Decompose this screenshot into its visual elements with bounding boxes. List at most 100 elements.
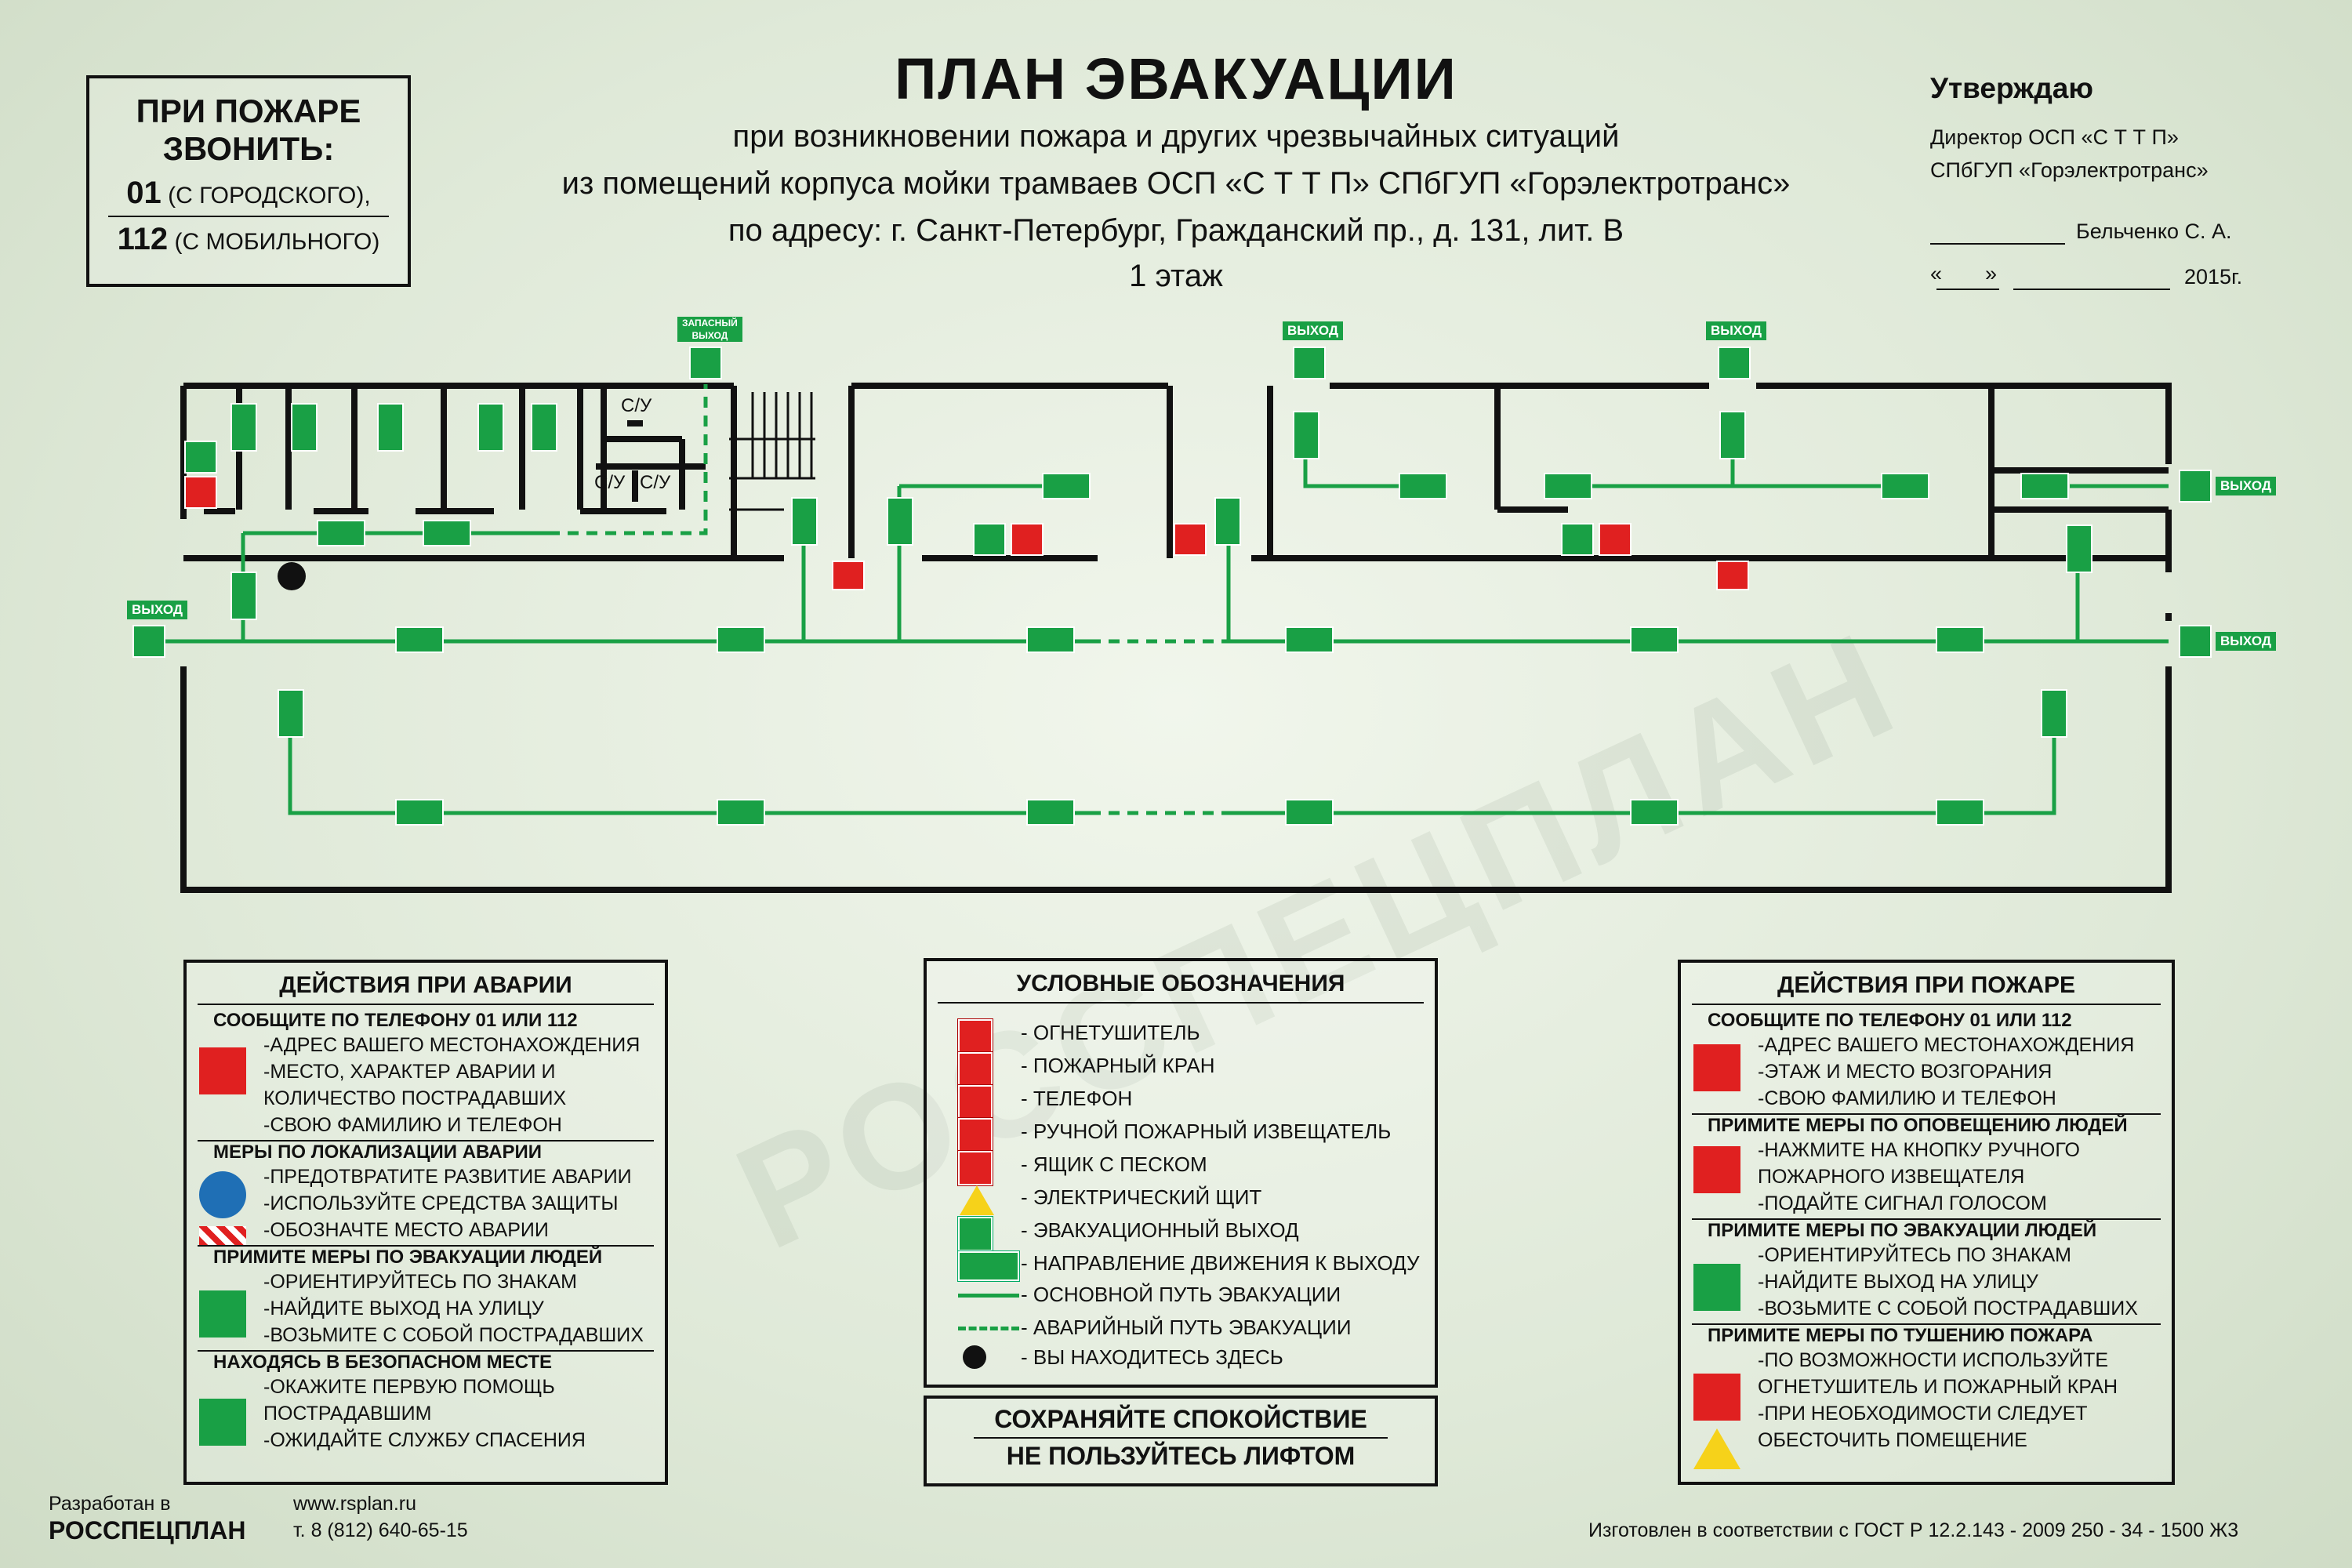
fire-l2-0: -НАЖМИТЕ НА КНОПКУ РУЧНОГО (1758, 1139, 2080, 1161)
date-day-line (1936, 289, 1999, 290)
fire-l4-1: ОГНЕТУШИТЕЛЬ И ПОЖАРНЫЙ КРАН (1758, 1376, 2118, 1398)
footer-dev-line-1: Разработан в (49, 1493, 171, 1515)
fire-call-line-1: ПРИ ПОЖАРЕ (136, 93, 361, 129)
page-title: ПЛАН ЭВАКУАЦИИ (895, 46, 1457, 111)
phone-legend-icon (958, 1085, 993, 1120)
footer-dev-brand: РОССПЕЦПЛАН (49, 1516, 246, 1544)
fire-electric-icon (1693, 1428, 1740, 1469)
fire-l4-3: ОБЕСТОЧИТЬ ПОМЕЩЕНИЕ (1758, 1429, 2027, 1451)
calm-line-2: НЕ ПОЛЬЗУЙТЕСЬ ЛИФТОМ (1006, 1442, 1356, 1470)
legend-title: УСЛОВНЫЕ ОБОЗНАЧЕНИЯ (1016, 971, 1345, 996)
direction-signs (230, 403, 2092, 826)
fire-call-box: ПРИ ПОЖАРЕ ЗВОНИТЬ: 01 (С ГОРОДСКОГО), 1… (86, 75, 411, 287)
signature-line (1930, 243, 2065, 245)
fire-equipment (184, 476, 1749, 590)
sand-box-icon (958, 1151, 993, 1185)
legend-item-0: - ОГНЕТУШИТЕЛЬ (1021, 1021, 1200, 1044)
emergency-path-legend-line (958, 1327, 1019, 1330)
direction-arrow-icon (958, 1251, 1019, 1281)
fire-call-line-2: ЗВОНИТЬ: (162, 130, 335, 167)
accident-h4: НАХОДЯСЬ В БЕЗОПАСНОМ МЕСТЕ (213, 1352, 553, 1373)
accident-l4-2: -ОЖИДАЙТЕ СЛУЖБУ СПАСЕНИЯ (263, 1429, 586, 1451)
manual-call-point-icon (958, 1118, 993, 1152)
main-evacuation-path (157, 447, 2169, 815)
fire-call-note-mobile: (С МОБИЛЬНОГО) (174, 229, 380, 255)
fire-l4-2: -ПРИ НЕОБХОДИМОСТИ СЛЕДУЕТ (1758, 1403, 2088, 1425)
wc-label-3: С/У (640, 472, 671, 493)
fire-h3: ПРИМИТЕ МЕРЫ ПО ЭВАКУАЦИИ ЛЮДЕЙ (1708, 1220, 2097, 1241)
accident-l1-0: -АДРЕС ВАШЕГО МЕСТОНАХОЖДЕНИЯ (263, 1034, 641, 1056)
accident-l2-2: -ОБОЗНАЧТЕ МЕСТО АВАРИИ (263, 1219, 549, 1241)
fire-l3-0: -ОРИЕНТИРУЙТЕСЬ ПО ЗНАКАМ (1758, 1244, 2071, 1266)
accident-l1-3: -СВОЮ ФАМИЛИЮ И ТЕЛЕФОН (263, 1114, 562, 1136)
accident-l3-1: -НАЙДИТЕ ВЫХОД НА УЛИЦУ (263, 1298, 544, 1319)
accident-h3: ПРИМИТЕ МЕРЫ ПО ЭВАКУАЦИИ ЛЮДЕЙ (213, 1247, 603, 1268)
legend-item-8: - ОСНОВНОЙ ПУТЬ ЭВАКУАЦИИ (1021, 1283, 1341, 1306)
fire-call-number-city: 01 (126, 176, 162, 210)
legend-item-6: - ЭВАКУАЦИОННЫЙ ВЫХОД (1021, 1218, 1299, 1242)
evacuation-exit-icon (199, 1290, 246, 1338)
approve-title: Утверждаю (1930, 72, 2093, 104)
exit-label-left: ВЫХОД (127, 601, 187, 619)
fire-l1-0: -АДРЕС ВАШЕГО МЕСТОНАХОЖДЕНИЯ (1758, 1034, 2135, 1056)
date-month-line (2013, 289, 2170, 290)
fire-l3-2: -ВОЗЬМИТЕ С СОБОЙ ПОСТРАДАВШИХ (1758, 1298, 2138, 1319)
fire-h2: ПРИМИТЕ МЕРЫ ПО ОПОВЕЩЕНИЮ ЛЮДЕЙ (1708, 1115, 2128, 1136)
accident-l3-2: -ВОЗЬМИТЕ С СОБОЙ ПОСТРАДАВШИХ (263, 1324, 644, 1346)
subtitle-line-3: по адресу: г. Санкт-Петербург, Гражданск… (728, 213, 1624, 248)
fire-hydrant-icon (958, 1052, 993, 1087)
approve-position-1: Директор ОСП «С Т Т П» (1930, 125, 2179, 149)
legend-item-10: - ВЫ НАХОДИТЕСЬ ЗДЕСЬ (1021, 1345, 1283, 1369)
legend-item-3: - РУЧНОЙ ПОЖАРНЫЙ ИЗВЕЩАТЕЛЬ (1021, 1120, 1392, 1143)
alarm-button-icon (1693, 1146, 1740, 1193)
panel-accident: ДЕЙСТВИЯ ПРИ АВАРИИ СООБЩИТЕ ПО ТЕЛЕФОНУ… (183, 960, 668, 1485)
accident-l2-1: -ИСПОЛЬЗУЙТЕ СРЕДСТВА ЗАЩИТЫ (263, 1192, 619, 1214)
legend-panel: УСЛОВНЫЕ ОБОЗНАЧЕНИЯ (924, 958, 1438, 1388)
accident-l3-0: -ОРИЕНТИРУЙТЕСЬ ПО ЗНАКАМ (263, 1271, 577, 1293)
accident-l4-1: ПОСТРАДАВШИМ (263, 1403, 432, 1425)
legend-item-2: - ТЕЛЕФОН (1021, 1087, 1133, 1110)
accident-l4-0: -ОКАЖИТЕ ПЕРВУЮ ПОМОЩЬ (263, 1376, 555, 1398)
exit-label-top-1: ВЫХОД (1283, 321, 1343, 340)
calm-box: СОХРАНЯЙТЕ СПОКОЙСТВИЕ НЕ ПОЛЬЗУЙТЕСЬ ЛИ… (924, 1396, 1438, 1486)
accident-l1-1: -МЕСТО, ХАРАКТЕР АВАРИИ И (263, 1061, 556, 1083)
legend-item-4: - ЯЩИК С ПЕСКОМ (1021, 1152, 1207, 1176)
footer-gost: Изготовлен в соответствии с ГОСТ Р 12.2.… (1588, 1519, 2239, 1541)
you-are-here-marker (278, 562, 306, 590)
fire-l1-1: -ЭТАЖ И МЕСТО ВОЗГОРАНИЯ (1758, 1061, 2053, 1083)
legend-item-7: - НАПРАВЛЕНИЕ ДВИЖЕНИЯ К ВЫХОДУ (1021, 1251, 1420, 1275)
walls (180, 383, 2172, 893)
phone-icon (199, 1047, 246, 1094)
legend-item-1: - ПОЖАРНЫЙ КРАН (1021, 1054, 1215, 1077)
accident-h1: СООБЩИТЕ ПО ТЕЛЕФОНУ 01 ИЛИ 112 (213, 1010, 578, 1031)
footer-phone: т. 8 (812) 640-65-15 (293, 1519, 468, 1541)
panel-fire-title: ДЕЙСТВИЯ ПРИ ПОЖАРЕ (1777, 972, 2076, 998)
subtitle-line-2: из помещений корпуса мойки трамваев ОСП … (561, 166, 1791, 201)
floor-label: 1 этаж (1129, 259, 1223, 293)
exit-label-top-2: ВЫХОД (1706, 321, 1766, 340)
emergency-exit-legend-icon (958, 1217, 993, 1251)
footer-site: www.rsplan.ru (293, 1493, 416, 1515)
fire-extinguisher-icon (1693, 1374, 1740, 1421)
protection-icon (199, 1171, 246, 1218)
staircase (729, 392, 815, 511)
first-aid-boxes (184, 441, 1594, 556)
fire-l2-2: -ПОДАЙТЕ СИГНАЛ ГОЛОСОМ (1758, 1192, 2047, 1214)
fire-l1-2: -СВОЮ ФАМИЛИЮ И ТЕЛЕФОН (1758, 1087, 2056, 1109)
panel-fire: ДЕЙСТВИЯ ПРИ ПОЖАРЕ СООБЩИТЕ ПО ТЕЛЕФОНУ… (1678, 960, 2175, 1485)
panel-accident-title: ДЕЙСТВИЯ ПРИ АВАРИИ (279, 972, 572, 998)
fire-h4: ПРИМИТЕ МЕРЫ ПО ТУШЕНИЮ ПОЖАРА (1708, 1325, 2093, 1346)
electrical-panel-icon (960, 1185, 994, 1215)
floor-plan (132, 347, 2212, 893)
emergency-evacuation-path (549, 384, 1223, 815)
accident-h2: МЕРЫ ПО ЛОКАЛИЗАЦИИ АВАРИИ (213, 1142, 543, 1163)
legend-item-5: - ЭЛЕКТРИЧЕСКИЙ ЩИТ (1021, 1185, 1262, 1209)
exit-label-right-2: ВЫХОД (2216, 632, 2276, 651)
legend-item-9: - АВАРИЙНЫЙ ПУТЬ ЭВАКУАЦИИ (1021, 1316, 1352, 1339)
fire-h1: СООБЩИТЕ ПО ТЕЛЕФОНУ 01 ИЛИ 112 (1708, 1010, 2072, 1031)
wc-label-2: С/У (594, 472, 626, 493)
accident-l2-0: -ПРЕДОТВРАТИТЕ РАЗВИТИЕ АВАРИИ (263, 1166, 632, 1188)
wc-label-1: С/У (621, 395, 652, 416)
fire-l4-0: -ПО ВОЗМОЖНОСТИ ИСПОЛЬЗУЙТЕ (1758, 1349, 2109, 1371)
